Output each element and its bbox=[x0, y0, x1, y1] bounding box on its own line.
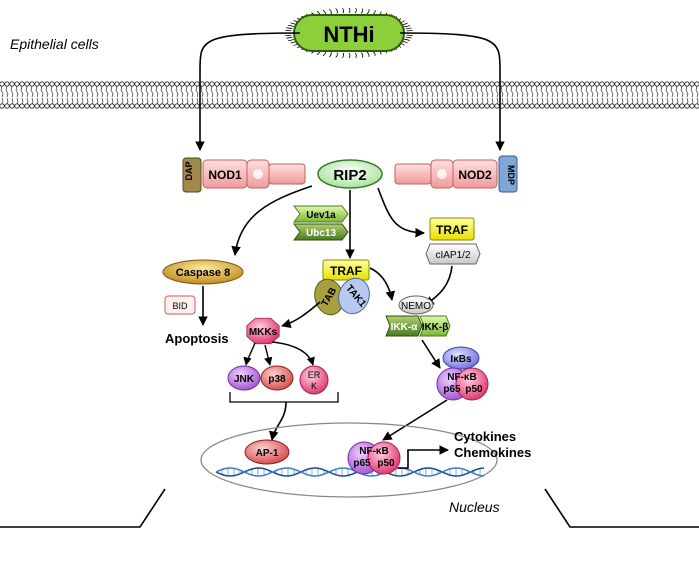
erk-label-1: ER bbox=[308, 370, 321, 380]
rip2-label: RIP2 bbox=[333, 167, 366, 184]
dap-label: DAP bbox=[184, 161, 194, 180]
arrow-nfkb-nucleus bbox=[382, 399, 448, 441]
arrow-rip2-traf-right bbox=[377, 187, 425, 238]
nucleus-label: Nucleus bbox=[449, 499, 500, 515]
traf-right-box bbox=[429, 217, 475, 241]
nthi-bacterium: NTHi bbox=[285, 7, 413, 59]
ikbs-node bbox=[442, 346, 480, 370]
mdp-label: MDP bbox=[506, 165, 516, 185]
traf-center-box bbox=[322, 259, 370, 281]
erk-node bbox=[299, 365, 329, 395]
ikka-label: IKK-α bbox=[391, 322, 419, 333]
cell-outline-right bbox=[544, 488, 699, 528]
p50-cyto-node bbox=[455, 367, 489, 401]
cell-outline-left bbox=[0, 488, 166, 528]
arrow-mapk-ap1 bbox=[268, 401, 287, 441]
ciap-label: cIAP1/2 bbox=[435, 250, 470, 261]
arrow-transcription bbox=[398, 445, 449, 469]
ciap-box bbox=[425, 243, 481, 265]
cytokines-label: Cytokines bbox=[454, 429, 516, 444]
caspase8-label: Caspase 8 bbox=[176, 267, 230, 279]
erk-label-2: K bbox=[311, 381, 317, 391]
nod1-label: NOD1 bbox=[208, 168, 242, 182]
uev1a-ubc13: Uev1a Ubc13 bbox=[293, 205, 349, 241]
traf-right-label: TRAF bbox=[436, 223, 468, 237]
nod1-receptor: DAP NOD1 bbox=[182, 157, 306, 193]
mapk-bracket bbox=[229, 392, 339, 403]
epithelial-cells-label: Epithelial cells bbox=[10, 36, 99, 52]
rip2-node bbox=[317, 159, 383, 189]
nod2-receptor: NOD2 MDP bbox=[394, 155, 518, 193]
bid-box bbox=[164, 295, 196, 315]
ikka-box bbox=[385, 315, 423, 337]
traf-center-label: TRAF bbox=[330, 264, 362, 278]
p50-cyto-label: p50 bbox=[465, 384, 483, 395]
bid-label: BID bbox=[172, 301, 188, 311]
ikbs-label: IκBs bbox=[450, 354, 472, 365]
p65-nuc-label: p65 bbox=[353, 458, 371, 469]
arrow-mkks-p38 bbox=[264, 344, 273, 366]
arrow-nthi-nod2 bbox=[399, 32, 505, 151]
mkks-label: MKKs bbox=[249, 327, 278, 338]
nfkb-cyto-label: NF-κB bbox=[447, 372, 476, 383]
p38-label: p38 bbox=[268, 374, 286, 385]
nemo-node bbox=[398, 295, 434, 315]
p65-cyto-label: p65 bbox=[443, 384, 461, 395]
dap-box bbox=[182, 157, 202, 193]
arrow-nthi-nod1 bbox=[195, 32, 301, 151]
ap1-node bbox=[244, 439, 290, 465]
p50-nuc-node bbox=[367, 441, 401, 475]
jnk-label: JNK bbox=[234, 374, 255, 385]
dna-helix bbox=[215, 467, 485, 477]
nod2-label: NOD2 bbox=[458, 168, 492, 182]
p50-nuc-label: p50 bbox=[377, 458, 395, 469]
apoptosis-label: Apoptosis bbox=[165, 331, 229, 346]
chemokines-label: Chemokines bbox=[454, 445, 531, 460]
ikkb-label: IKK-β bbox=[422, 322, 449, 333]
arrow-mkks-jnk bbox=[243, 342, 256, 366]
arrow-rip2-caspase8 bbox=[231, 185, 313, 256]
ubc13-label: Ubc13 bbox=[306, 228, 336, 239]
cell-membrane bbox=[0, 80, 699, 109]
jnk-node bbox=[227, 365, 261, 391]
mkks-node bbox=[246, 317, 280, 345]
uev1a-label: Uev1a bbox=[306, 210, 336, 221]
mdp-box bbox=[498, 155, 518, 193]
nfkb-nuc-label: NF-κB bbox=[359, 446, 388, 457]
p38-node bbox=[260, 365, 294, 391]
arrow-mkks-erk bbox=[271, 341, 315, 366]
arrow-traf-nemo bbox=[369, 267, 396, 301]
nucleus-membrane bbox=[200, 422, 498, 498]
arrow-ikk-ikbs bbox=[421, 339, 441, 369]
tak1-node bbox=[338, 277, 370, 315]
nthi-label: NTHi bbox=[323, 22, 374, 47]
ikkb-box bbox=[419, 315, 451, 337]
ap1-label: AP-1 bbox=[256, 448, 279, 459]
nemo-label: NEMO bbox=[401, 301, 431, 312]
arrow-tak1-mkks bbox=[281, 301, 321, 329]
caspase8-node bbox=[162, 259, 244, 285]
